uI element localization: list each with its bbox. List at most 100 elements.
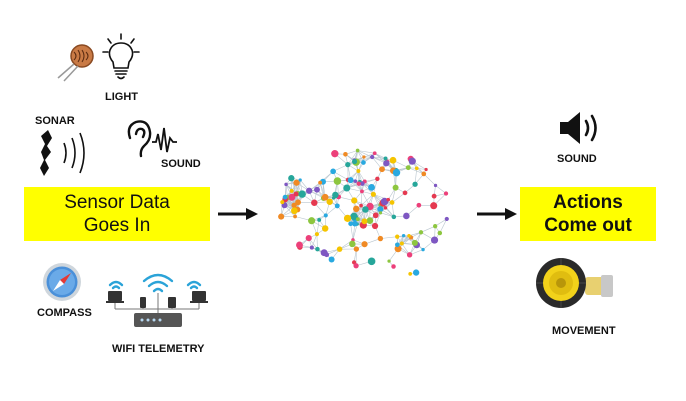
network-link xyxy=(423,173,436,186)
network-node xyxy=(421,171,427,177)
network-node xyxy=(389,200,395,205)
light-bulb-icon xyxy=(102,33,140,80)
network-link xyxy=(420,225,436,233)
network-node xyxy=(406,252,413,258)
movement-label: MOVEMENT xyxy=(552,325,616,337)
network-node xyxy=(291,202,297,208)
network-link xyxy=(316,219,320,235)
network-link xyxy=(311,234,318,248)
network-node xyxy=(437,230,443,236)
network-node xyxy=(433,224,438,229)
network-node xyxy=(370,191,376,197)
network-node xyxy=(408,157,416,165)
network-node xyxy=(424,167,428,172)
network-node xyxy=(412,269,420,276)
sensor-data-line2: Goes In xyxy=(83,215,151,236)
network-node xyxy=(412,181,418,187)
network-node xyxy=(361,241,368,248)
network-node xyxy=(311,199,318,206)
network-node xyxy=(407,233,411,238)
network-node xyxy=(416,202,422,208)
sound-output-label: SOUND xyxy=(557,153,597,165)
network-node xyxy=(444,216,449,222)
network-node xyxy=(321,225,329,232)
network-link xyxy=(347,150,358,165)
network-node xyxy=(355,148,360,153)
network-node xyxy=(356,181,361,186)
compass-icon xyxy=(43,263,81,301)
network-node xyxy=(356,169,361,173)
network-link xyxy=(434,218,447,227)
network-node xyxy=(353,205,360,213)
network-node xyxy=(371,222,379,230)
network-link xyxy=(332,171,349,181)
network-node xyxy=(293,214,297,219)
network-node xyxy=(336,246,343,252)
network-node xyxy=(386,197,391,202)
network-node xyxy=(288,175,295,182)
network-node xyxy=(291,207,298,215)
network-node xyxy=(350,212,358,221)
network-node xyxy=(347,177,354,184)
network-node xyxy=(305,235,312,242)
network-link xyxy=(435,185,447,194)
network-node xyxy=(430,236,439,244)
network-node xyxy=(343,214,352,222)
network-node xyxy=(368,183,375,191)
network-node xyxy=(372,151,377,156)
network-node xyxy=(314,186,320,193)
network-node xyxy=(334,203,340,209)
network-node xyxy=(315,246,320,252)
network-node xyxy=(278,213,285,220)
network-node xyxy=(353,263,359,269)
network-node xyxy=(379,166,385,173)
neural-network-brain-icon xyxy=(278,148,449,276)
sensor-data-line1: Sensor Data xyxy=(64,192,170,213)
network-node xyxy=(320,249,328,257)
network-link xyxy=(391,192,406,203)
network-node xyxy=(418,230,424,235)
light-label: LIGHT xyxy=(105,91,138,103)
speaker-icon xyxy=(560,112,597,144)
network-node xyxy=(351,197,358,204)
network-node xyxy=(414,166,419,171)
ear-sound-icon xyxy=(127,120,177,158)
network-link xyxy=(414,168,418,185)
network-node xyxy=(405,165,411,171)
network-link xyxy=(380,236,398,239)
sound-input-label: SOUND xyxy=(161,158,201,170)
network-node xyxy=(377,235,384,242)
network-node xyxy=(362,155,366,159)
network-node xyxy=(331,149,339,158)
network-node xyxy=(298,178,302,182)
network-link xyxy=(350,223,354,240)
network-node xyxy=(360,189,364,194)
network-node xyxy=(293,179,300,186)
network-node xyxy=(355,217,360,222)
network-link xyxy=(372,156,386,159)
network-node xyxy=(295,199,301,206)
network-node xyxy=(288,193,296,201)
network-node xyxy=(345,161,351,168)
network-node xyxy=(293,191,299,197)
network-node xyxy=(389,156,397,164)
network-link xyxy=(408,167,424,175)
network-node xyxy=(408,272,413,276)
network-link xyxy=(357,150,373,158)
arrow-right-icon xyxy=(218,208,258,220)
network-node xyxy=(314,232,319,237)
network-node xyxy=(411,239,418,246)
network-node xyxy=(360,181,365,186)
network-node xyxy=(333,177,342,185)
network-node xyxy=(351,158,358,165)
network-node xyxy=(352,220,358,227)
actions-box: Actions Come out xyxy=(520,187,656,241)
network-node xyxy=(391,264,396,269)
network-node xyxy=(359,203,363,208)
network-node xyxy=(372,212,379,219)
network-node xyxy=(328,256,335,263)
network-node xyxy=(361,160,366,165)
actions-line1: Actions xyxy=(553,192,623,213)
network-node xyxy=(377,206,384,213)
network-node xyxy=(296,241,303,249)
